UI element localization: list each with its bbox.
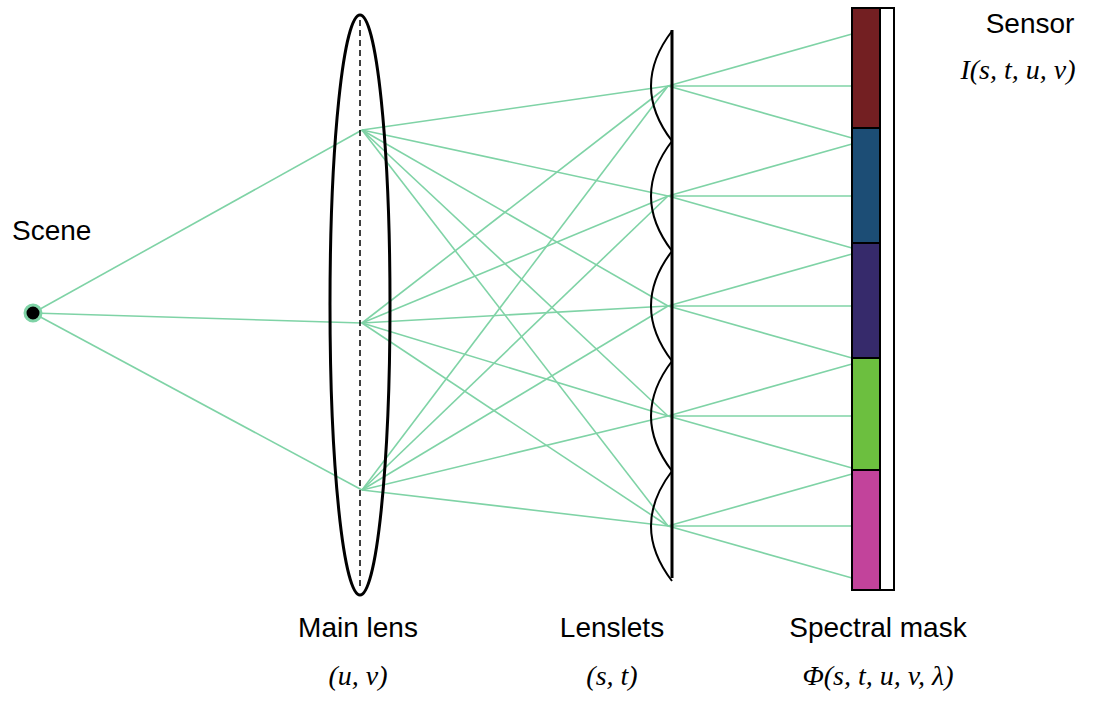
part-label: Sensor — [986, 8, 1075, 40]
sensor — [880, 8, 894, 590]
scene-point — [25, 305, 41, 321]
part-label: Spectral mask — [789, 612, 966, 644]
part-label: Main lens — [298, 612, 418, 644]
spectral-mask — [852, 8, 880, 590]
coordinate-label: (s, t) — [586, 660, 637, 692]
function-label: Φ(s, t, u, v, λ) — [802, 660, 953, 692]
light-rays — [33, 34, 852, 578]
main-lens — [330, 15, 390, 595]
scene-label: Scene — [12, 215, 91, 247]
part-label: Lenslets — [560, 612, 664, 644]
lenslet-array — [651, 30, 672, 581]
coordinate-label: (u, v) — [328, 660, 387, 692]
function-label: I(s, t, u, v) — [960, 54, 1075, 86]
lens-plane — [359, 20, 361, 590]
